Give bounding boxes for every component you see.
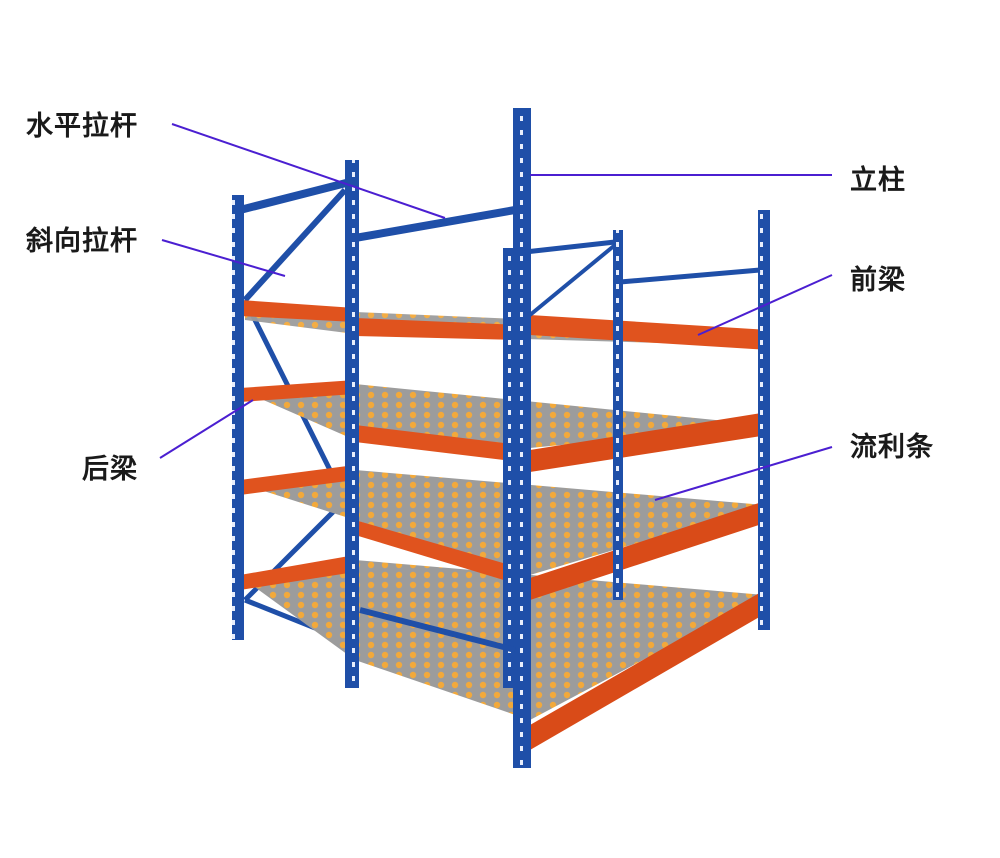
front-right-braces	[354, 206, 761, 653]
label-rear-beam: 后梁	[82, 454, 138, 485]
leader-front-beam	[697, 274, 833, 336]
beams	[240, 300, 768, 750]
uprights	[232, 108, 770, 768]
label-diagonal-brace: 斜向拉杆	[26, 226, 138, 257]
label-flow-rail: 流利条	[850, 432, 934, 463]
leader-diagonal-brace	[161, 239, 286, 277]
leader-flow-rail	[654, 446, 833, 501]
label-front-beam: 前梁	[850, 265, 906, 296]
front-beam-shape	[530, 315, 768, 350]
leader-horizontal-brace	[171, 123, 446, 219]
leader-rear-beam	[159, 399, 254, 459]
leader-lines	[159, 123, 833, 501]
label-horizontal-brace: 水平拉杆	[26, 111, 138, 142]
label-upright: 立柱	[850, 165, 906, 196]
